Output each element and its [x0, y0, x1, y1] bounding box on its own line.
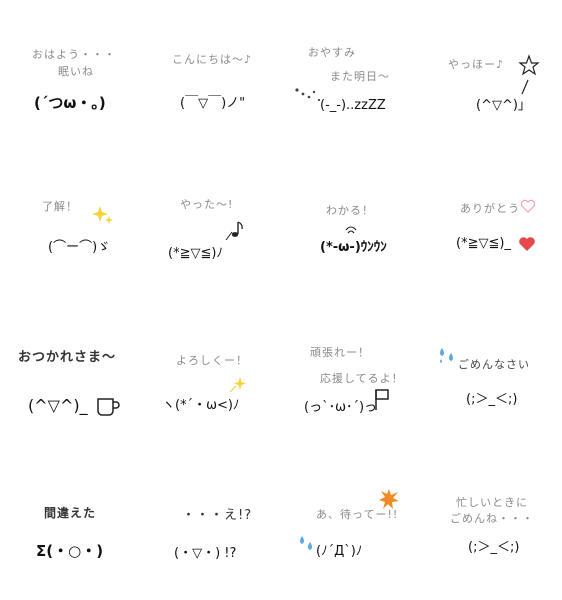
sticker-label-2: ごめんね・・・ — [450, 512, 534, 525]
sticker-mistake[interactable]: 間違えた Σ(・○・) — [0, 450, 140, 600]
sticker-face: ヽ(*´・ω<)ﾉ — [162, 398, 240, 413]
sticker-face: (-_-)..zzZZ — [320, 98, 386, 113]
sticker-what[interactable]: ・・・え!? (・▽・) !? — [140, 450, 280, 600]
sticker-label: ありがとう — [460, 202, 520, 215]
heart-icon — [519, 237, 535, 251]
sticker-label: おつかれさま～ — [18, 350, 117, 365]
sticker-face: (^▽^)」 — [476, 98, 531, 113]
sticker-busy-sorry[interactable]: 忙しいときに ごめんね・・・ (;＞_＜;) — [420, 450, 560, 600]
sticker-label: やっほー♪ — [448, 58, 505, 71]
sticker-face: (^▽^)_ — [28, 396, 88, 415]
sticker-yahoo[interactable]: やっほー♪ (^▽^)」 — [420, 0, 560, 150]
flag-icon — [375, 389, 389, 410]
sticker-face: Σ(・○・) — [36, 542, 104, 560]
wink-sparkle-icon — [229, 377, 246, 393]
sticker-did-it[interactable]: やった～! (*≧▽≦)ﾉ — [140, 150, 280, 300]
sticker-thank-you[interactable]: ありがとう (*≧▽≦)_ — [420, 150, 560, 300]
heart-outline-icon — [520, 199, 536, 213]
sticker-label-2: また明日～ — [330, 70, 390, 83]
sticker-good-night[interactable]: おやすみ また明日～ (-_-)..zzZZ — [280, 0, 420, 150]
sticker-face: (;＞_＜;) — [466, 392, 518, 407]
sticker-face: (⌒ー⌒)ゞ — [48, 240, 111, 255]
sticker-label: こんにちは～♪ — [172, 53, 253, 66]
sticker-label: 頑張れー！ — [310, 346, 370, 359]
sticker-wait[interactable]: あ、待ってー!! (ﾉ´Д`)ﾉ — [280, 450, 420, 600]
sticker-face: (;＞_＜;) — [468, 540, 520, 555]
sticker-label: 了解！ — [42, 200, 78, 213]
sticker-face: (*≧▽≦)_ — [456, 236, 511, 251]
sticker-roger[interactable]: 了解！ (⌒ー⌒)ゞ — [0, 150, 140, 300]
sticker-good-morning[interactable]: おはよう・・・ 眠いね (´つω・｡) — [0, 0, 140, 150]
sticker-face: (*-ω-)ｳﾝｳﾝ — [320, 240, 387, 255]
sticker-nice-to-meet[interactable]: よろしくー！ ヽ(*´・ω<)ﾉ — [140, 300, 280, 450]
sticker-label-2: 応援してるよ！ — [320, 372, 404, 385]
sticker-label: 忙しいときに — [456, 496, 528, 509]
sticker-face: (*≧▽≦)ﾉ — [168, 246, 223, 261]
sticker-label-2: 眠いね — [58, 65, 94, 78]
sticker-sorry[interactable]: ごめんなさい (;＞_＜;) — [420, 300, 560, 450]
music-note-icon — [225, 221, 243, 240]
sticker-label: ・・・え!? — [182, 508, 253, 523]
sticker-label: やった～! — [180, 198, 234, 211]
wand-star-icon — [518, 54, 540, 95]
sweat-drops-icon — [300, 536, 312, 550]
sticker-label: あ、待ってー!! — [316, 508, 399, 521]
sticker-face: (ﾉ´Д`)ﾉ — [316, 544, 363, 559]
sticker-label: 間違えた — [44, 506, 97, 520]
sticker-face: (´つω・｡) — [34, 94, 106, 112]
burst-icon — [379, 489, 399, 509]
sticker-i-understand[interactable]: わかる！ (*-ω-)ｳﾝｳﾝ — [280, 150, 420, 300]
nod-lines-icon — [345, 226, 357, 234]
sparkle-icon — [92, 206, 113, 224]
sticker-label: よろしくー！ — [176, 354, 248, 367]
sticker-label: わかる！ — [326, 204, 374, 217]
sticker-label: ごめんなさい — [458, 358, 530, 371]
sticker-face: (っ`･ω･´)っ — [304, 400, 378, 415]
coffee-cup-icon — [97, 398, 120, 416]
sweat-drops-icon — [440, 348, 453, 363]
sticker-face: (￣▽￣)ノ" — [180, 96, 246, 111]
sleep-dots-icon — [295, 88, 321, 102]
sticker-hello[interactable]: こんにちは～♪ (￣▽￣)ノ" — [140, 0, 280, 150]
sticker-do-your-best[interactable]: 頑張れー！ 応援してるよ！ (っ`･ω･´)っ — [280, 300, 420, 450]
sticker-face: (・▽・) !? — [174, 546, 237, 561]
sticker-label: おはよう・・・ — [32, 48, 116, 61]
sticker-label: おやすみ — [308, 46, 356, 59]
sticker-good-work[interactable]: おつかれさま～ (^▽^)_ — [0, 300, 140, 450]
